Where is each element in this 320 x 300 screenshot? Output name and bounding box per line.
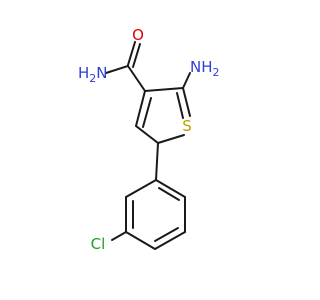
bond-c2-s-inner	[176, 92, 184, 119]
molecule-diagram: O H2N NH2 S Cl	[78, 26, 220, 253]
bond-c-o-1	[127, 41, 136, 66]
chlorine-label: Cl	[91, 235, 106, 253]
bond-ar-inner-1	[158, 187, 180, 201]
amino-nh2-label: NH2	[190, 58, 220, 79]
structure-drawing: O H2N NH2 S Cl	[78, 26, 220, 253]
bond-ar-inner-2	[154, 227, 179, 242]
bond-c-c3	[127, 65, 146, 92]
bond-ar1	[155, 179, 186, 198]
bond-ar6	[125, 179, 157, 198]
bond-c-o-2	[132, 43, 141, 68]
bond-c5-aryl	[155, 142, 159, 181]
bond-s-c5	[157, 134, 185, 144]
bond-c-cl	[111, 231, 127, 241]
atom-labels: O H2N NH2 S Cl	[78, 26, 220, 253]
bond-c3-c4-inner	[142, 97, 152, 128]
bond-c3-c2	[144, 87, 184, 92]
amide-nh2-label: H2N	[78, 64, 108, 85]
bond-ar3	[154, 231, 186, 250]
bonds	[105, 41, 191, 250]
oxygen-label: O	[132, 26, 144, 44]
bond-c2-amino-n	[182, 72, 191, 89]
bond-c3-c4	[135, 90, 146, 127]
bond-c4-c5	[135, 125, 159, 144]
bond-ar4	[125, 231, 156, 250]
bond-c2-s	[182, 87, 191, 117]
sulfur-label: S	[182, 117, 192, 135]
bond-c-amide-n	[105, 65, 129, 74]
